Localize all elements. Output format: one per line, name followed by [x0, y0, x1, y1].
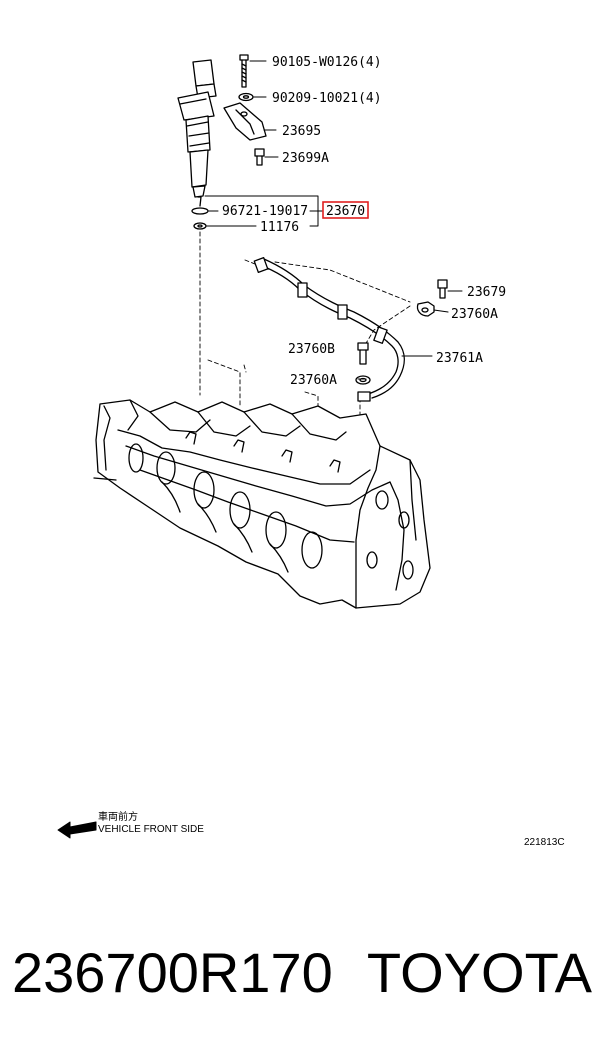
- label-23760a-right: 23760A: [451, 307, 498, 322]
- label-96721-19017: 96721-19017: [222, 204, 308, 219]
- bolt-23679: [437, 279, 448, 299]
- clamp-23695: [223, 102, 267, 141]
- part-number: 236700R170: [12, 941, 333, 1004]
- parts-diagram: 90105-W0126(4) 90209-10021(4) 23695 2369…: [57, 54, 565, 848]
- fuel-injector: [177, 59, 217, 207]
- label-11176: 11176: [260, 220, 299, 235]
- fuel-pipe-23761a: [253, 257, 405, 402]
- clamp-23760a-left: [355, 375, 371, 385]
- o-ring: [191, 207, 209, 215]
- brand-name: TOYOTA: [366, 941, 592, 1004]
- label-23699a: 23699A: [282, 151, 329, 166]
- legend-en-text: VEHICLE FRONT SIDE: [98, 824, 204, 835]
- legend-jp-text: 車両前方: [98, 810, 138, 823]
- bolt-23760b: [357, 342, 369, 365]
- washer-90209: [238, 92, 254, 102]
- bolt-90105: [239, 54, 249, 88]
- label-23760b: 23760B: [288, 342, 335, 357]
- seal-washer: [193, 222, 207, 230]
- label-23760a-left: 23760A: [290, 373, 337, 388]
- label-23695: 23695: [282, 124, 321, 139]
- drawing-code: 221813C: [524, 837, 565, 848]
- footer: 236700R170 TOYOTA: [12, 938, 592, 1008]
- label-23761a: 23761A: [436, 351, 483, 366]
- label-90209-10021: 90209-10021(4): [272, 91, 382, 106]
- label-23679: 23679: [467, 285, 506, 300]
- cylinder-head: [93, 399, 431, 609]
- highlight-box: [322, 201, 369, 219]
- vehicle-front-arrow-icon: [57, 821, 97, 839]
- label-23670: 23670: [326, 204, 365, 219]
- bolt-23699a: [254, 148, 265, 166]
- clamp-23760a-right: [416, 301, 435, 317]
- label-90105-w0126: 90105-W0126(4): [272, 55, 382, 70]
